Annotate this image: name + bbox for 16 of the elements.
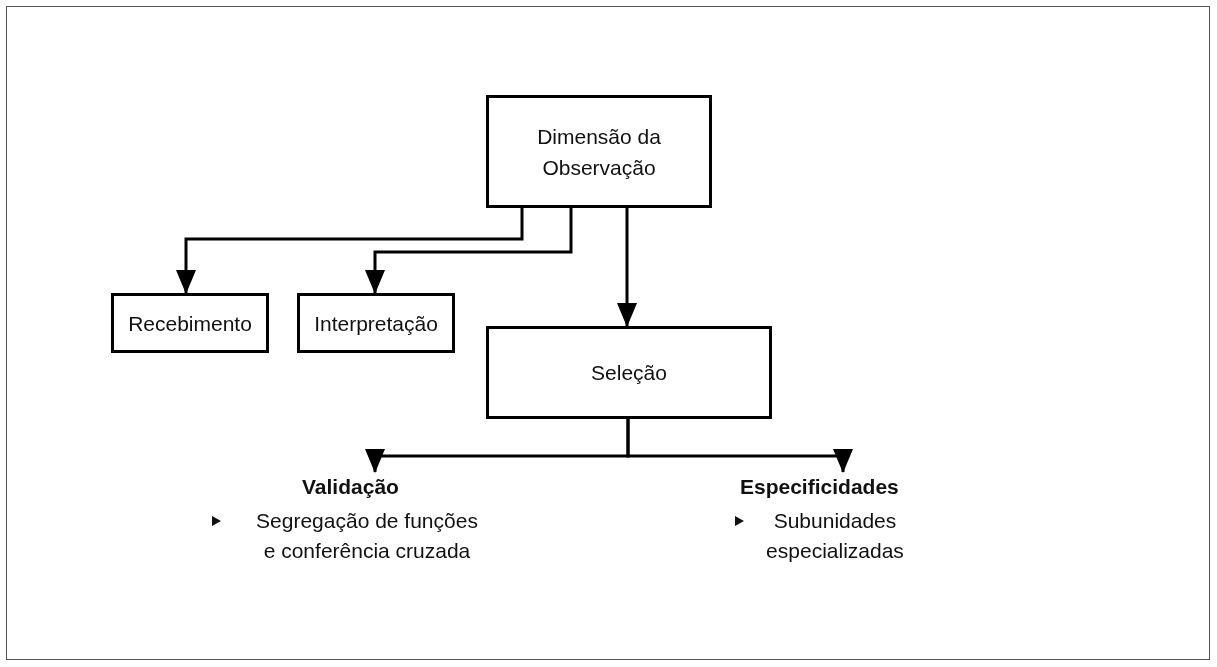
process-box [111,293,269,353]
arrow [626,419,853,473]
process-box [486,95,712,208]
heading: Validação [302,474,399,500]
box-label: Dimensão da Observação [536,123,662,181]
process-box [486,326,772,419]
box-label: Interpretação [314,310,438,337]
heading: Especificidades [740,474,899,500]
arrow [617,208,637,327]
bullet-text: Subunidades especializadas [765,508,905,564]
arrow [176,208,524,294]
box-label: Seleção [591,360,667,386]
bullet-text: Segregação de funções e conferência cruzada [255,508,479,564]
process-box [297,293,455,353]
arrow [365,208,573,294]
box-label: Recebimento [128,310,252,337]
